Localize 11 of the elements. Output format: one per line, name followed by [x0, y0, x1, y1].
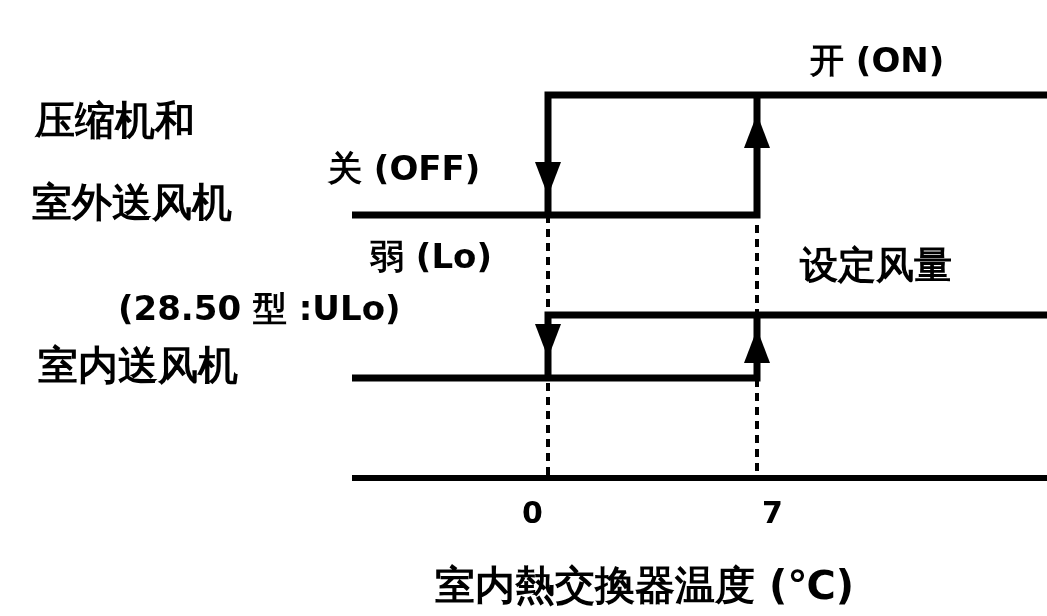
state-label: 开 (ON) — [810, 42, 945, 80]
axis-title: 室内熱交換器温度 (℃) — [435, 563, 854, 607]
device-label: 室内送风机 — [38, 343, 238, 387]
state-label: 关 (OFF) — [328, 150, 481, 188]
state-label: 弱 (Lo) — [370, 238, 492, 276]
device-label: 压缩机和 — [35, 98, 195, 142]
tick-label: 7 — [762, 496, 783, 529]
tick-label: 0 — [522, 496, 543, 529]
note-label: (28.50 型 :ULo) — [118, 290, 401, 328]
state-label: 设定风量 — [800, 245, 952, 287]
device-label: 室外送风机 — [32, 180, 232, 224]
